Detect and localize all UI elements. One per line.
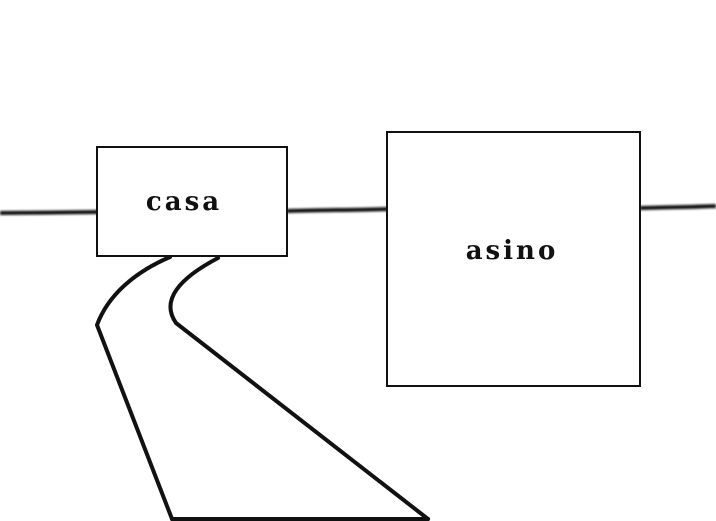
road-path <box>95 255 430 521</box>
line-segment-middle <box>286 207 389 213</box>
road-right-edge <box>168 256 430 521</box>
road-left-edge <box>95 255 174 521</box>
box-asino-frame <box>386 131 641 387</box>
box-casa: casa <box>96 146 288 257</box>
horizontal-line <box>0 204 716 215</box>
box-asino: asino <box>386 131 641 387</box>
box-asino-label: asino <box>466 236 559 266</box>
line-segment-right <box>639 204 716 210</box>
line-segment-left <box>0 210 99 215</box>
box-casa-label: casa <box>146 187 222 217</box>
box-casa-frame <box>96 146 288 257</box>
